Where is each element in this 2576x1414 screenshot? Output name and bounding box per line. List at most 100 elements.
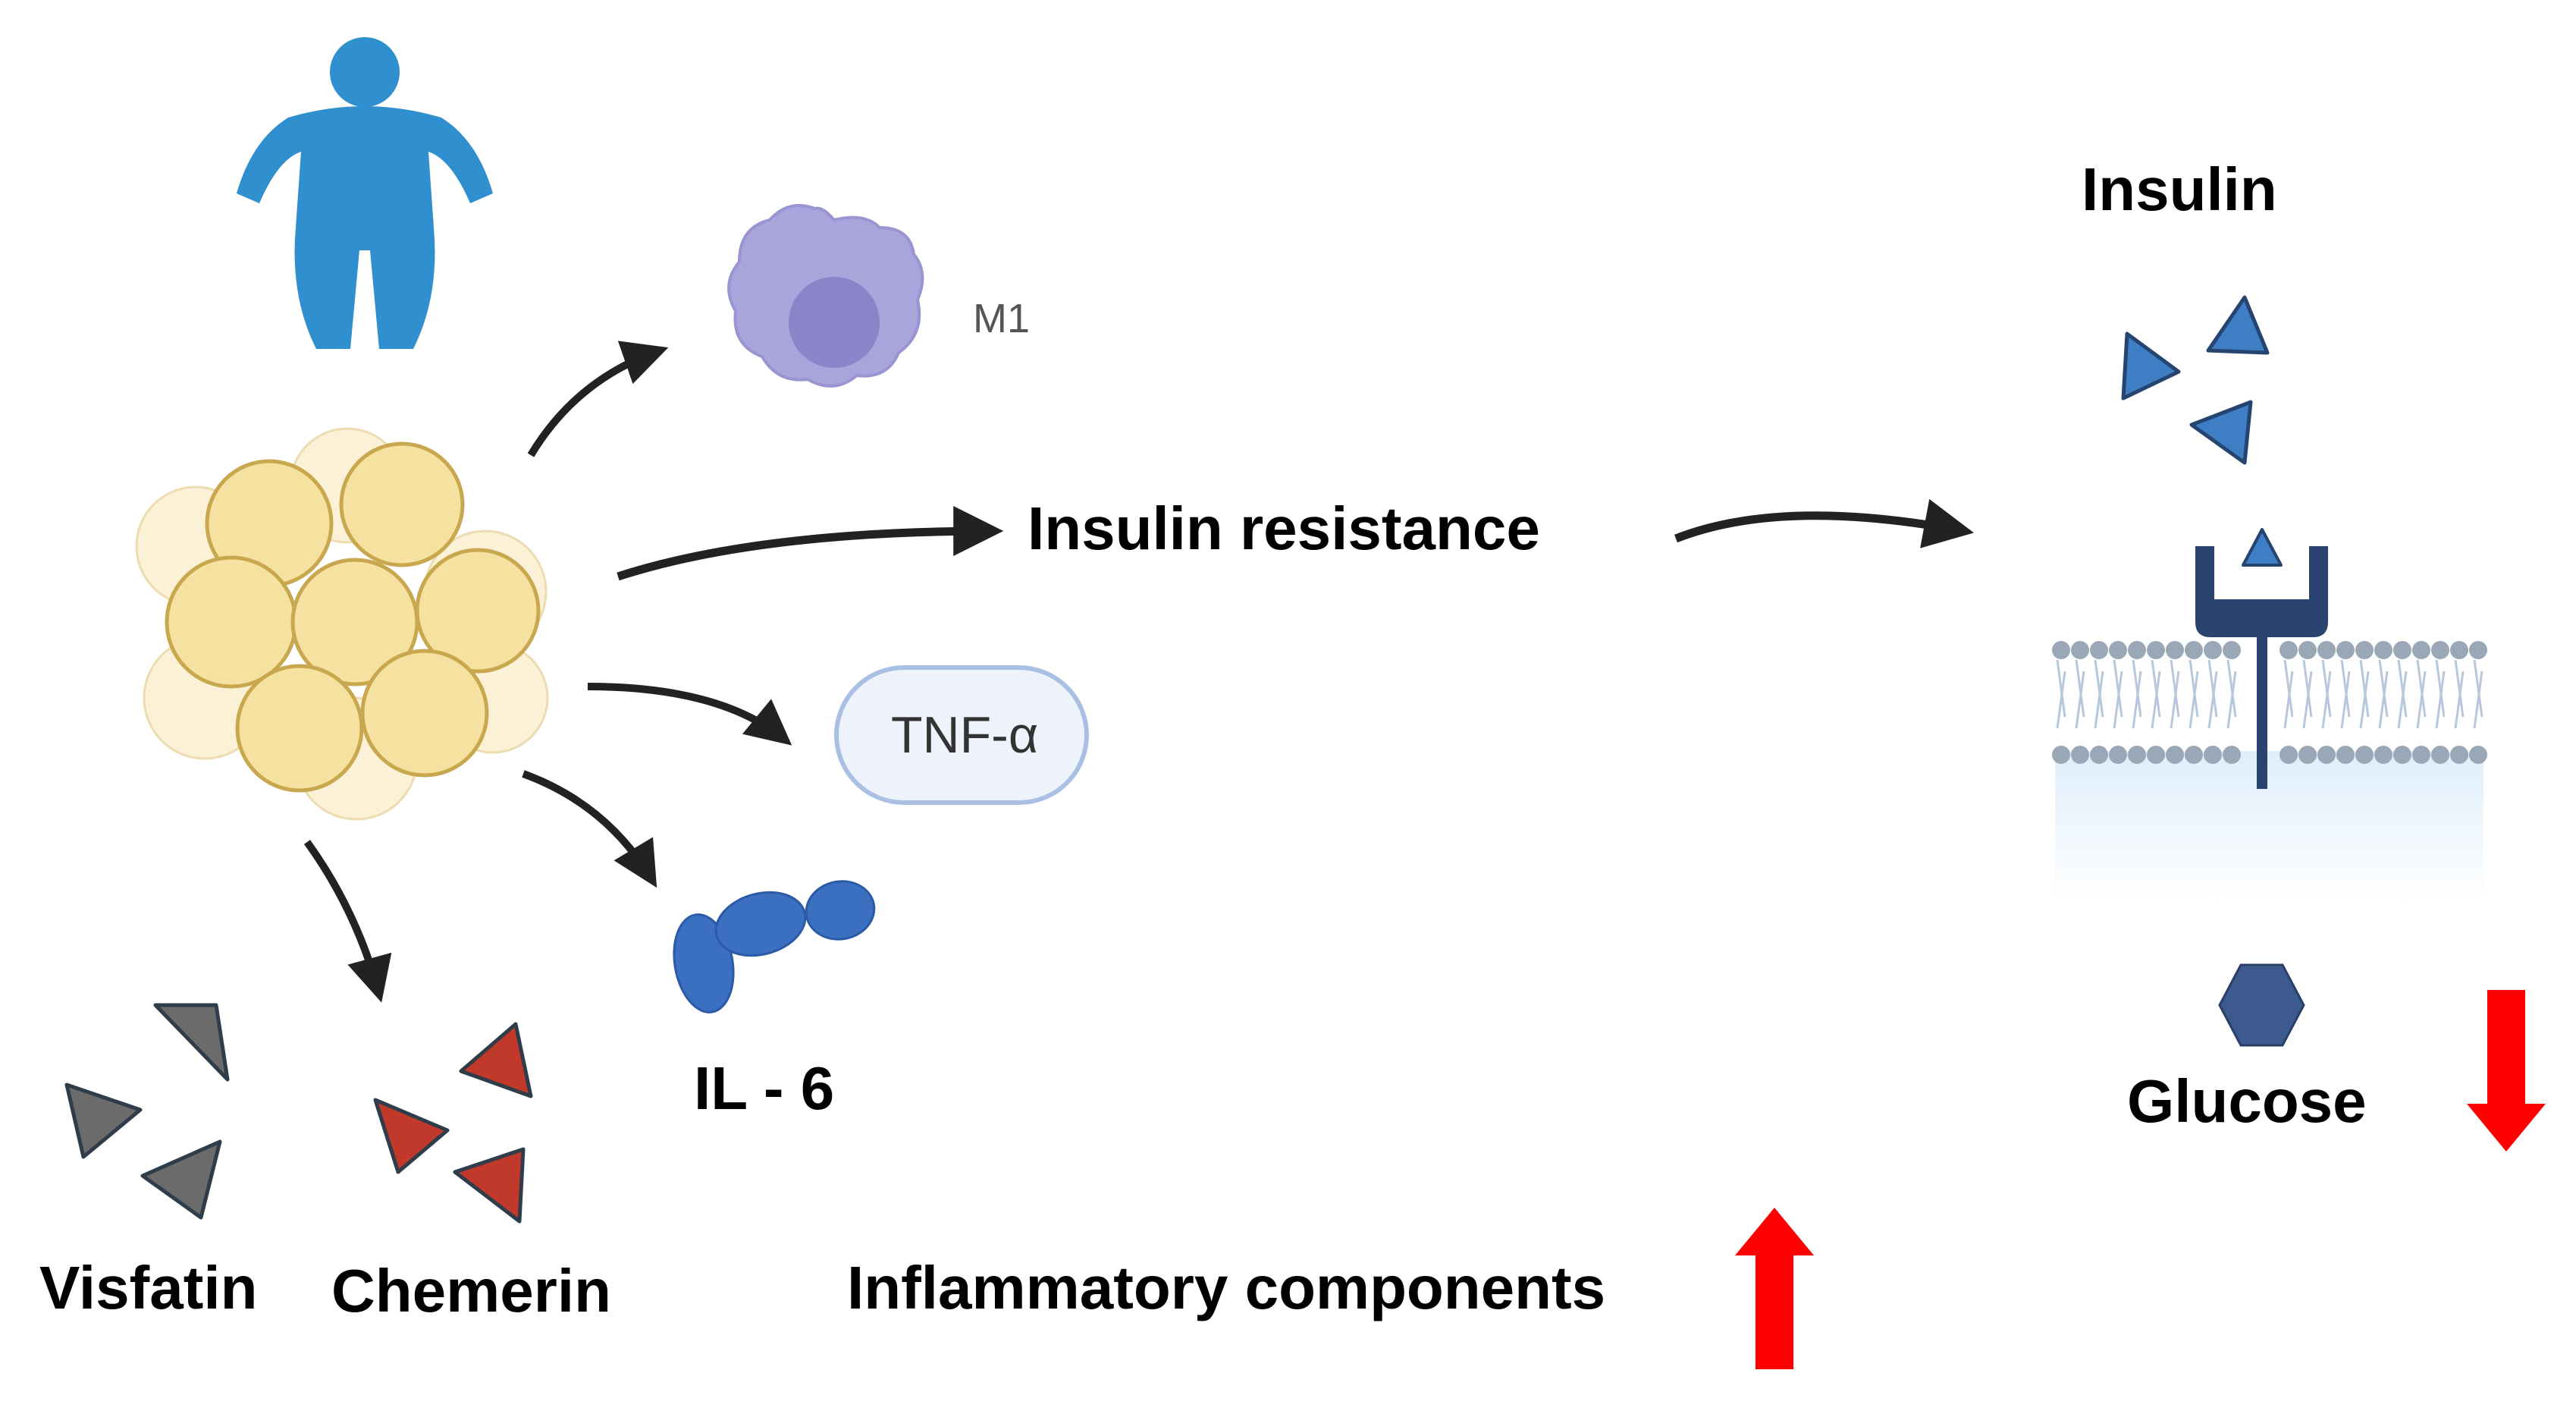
adipocyte-cluster-icon: [135, 427, 549, 821]
lipid-head: [2393, 641, 2411, 659]
glucose-hexagon-icon: [2218, 963, 2305, 1047]
chemerin-label: Chemerin: [331, 1257, 611, 1324]
visfatin-triangles: [64, 1003, 230, 1220]
lipid-head: [2431, 746, 2449, 764]
glucose-label: Glucose: [2127, 1067, 2367, 1135]
lipid-tail: [2397, 659, 2408, 718]
inflammatory-components-label: Inflammatory components: [847, 1254, 1606, 1321]
lipid-tail: [2416, 671, 2427, 729]
lipid-head: [2223, 641, 2241, 659]
lipid-head: [2128, 641, 2146, 659]
lipid-head: [2109, 746, 2127, 764]
lipid-head: [2298, 641, 2317, 659]
lipid-tail: [2359, 671, 2370, 729]
lipid-tail: [2283, 659, 2294, 718]
lipid-head: [2185, 641, 2203, 659]
lipid-head: [2279, 641, 2298, 659]
bound-insulin-triangle: [2242, 528, 2283, 567]
arrow-to-insulin-receptor: [1674, 498, 1974, 548]
visfatin-triangle-3: [140, 1139, 222, 1220]
lipid-tail: [2113, 671, 2123, 729]
lipid-head: [2166, 746, 2184, 764]
lipid-tail: [2056, 671, 2066, 729]
lipid-tail: [2075, 659, 2085, 718]
lipid-tails: [2056, 659, 2483, 729]
m1-label: M1: [973, 296, 1031, 341]
lipid-head: [2147, 641, 2165, 659]
lipid-tail: [2454, 659, 2465, 718]
lipid-head: [2317, 746, 2336, 764]
lipid-tail: [2189, 671, 2199, 729]
glucose-decrease-arrow: [2467, 990, 2546, 1152]
lipid-tail: [2473, 671, 2483, 729]
lipid-tail: [2151, 659, 2161, 718]
cell-membrane-icon: [2052, 641, 2487, 903]
lipid-head: [2412, 641, 2430, 659]
insulin-label: Insulin: [2082, 156, 2277, 223]
lipid-tail: [2378, 671, 2389, 729]
lipid-head: [2412, 746, 2430, 764]
lipid-head: [2223, 746, 2241, 764]
lipid-tail: [2226, 659, 2237, 718]
arrow-to-tnf: [587, 683, 792, 746]
il6-label: IL - 6: [694, 1054, 835, 1122]
il6-protein-icon: [673, 880, 876, 1013]
insulin-triangle-1: [2206, 295, 2270, 355]
lipid-tail: [2207, 671, 2218, 729]
lipid-tail: [2113, 659, 2123, 718]
lipid-heads-bottom: [2052, 746, 2487, 764]
chemerin-triangle-3: [453, 1147, 526, 1224]
obese-person-icon: [237, 37, 493, 349]
arrow-to-m1: [527, 341, 669, 457]
lipid-tail: [2302, 659, 2313, 718]
lipid-head: [2204, 641, 2222, 659]
lipid-head: [2071, 641, 2089, 659]
insulin-resistance-label: Insulin resistance: [1028, 495, 1540, 562]
lipid-tail: [2397, 671, 2408, 729]
lipid-tail: [2473, 659, 2483, 718]
lipid-head: [2469, 641, 2487, 659]
lipid-head: [2355, 641, 2374, 659]
chemerin-triangles: [373, 1022, 533, 1224]
lipid-head: [2336, 746, 2355, 764]
visfatin-triangle-1: [153, 1003, 230, 1082]
lipid-head: [2450, 641, 2468, 659]
lipid-tail: [2283, 671, 2294, 729]
lipid-tail: [2094, 671, 2104, 729]
visfatin-triangle-2: [64, 1082, 143, 1159]
lipid-head: [2090, 746, 2108, 764]
lipid-tail: [2321, 659, 2332, 718]
cytoplasm-area: [2055, 751, 2483, 903]
arrow-to-adipokines: [303, 840, 392, 1003]
lipid-head: [2336, 641, 2355, 659]
inflammation-increase-arrow: [1735, 1208, 1814, 1369]
lipid-head: [2374, 746, 2392, 764]
lipid-head: [2052, 641, 2070, 659]
lipid-tail: [2378, 659, 2389, 718]
lipid-head: [2317, 641, 2336, 659]
lipid-head: [2071, 746, 2089, 764]
lipid-tail: [2170, 671, 2180, 729]
lipid-head: [2450, 746, 2468, 764]
lipid-head: [2431, 641, 2449, 659]
lipid-tail: [2435, 659, 2446, 718]
insulin-triangle-3: [2189, 400, 2253, 465]
lipid-tail: [2170, 659, 2180, 718]
insulin-receptor-icon: [2195, 528, 2328, 789]
insulin-triangle-2: [2121, 332, 2181, 401]
lipid-head: [2279, 746, 2298, 764]
lipid-head: [2204, 746, 2222, 764]
lipid-head: [2298, 746, 2317, 764]
macrophage-icon: [727, 203, 924, 388]
tnf-alpha-label: TNF-α: [891, 706, 1039, 764]
lipid-tail: [2189, 659, 2199, 718]
lipid-tail: [2321, 671, 2332, 729]
lipid-head: [2147, 746, 2165, 764]
lipid-tail: [2340, 659, 2351, 718]
lipid-tail: [2359, 659, 2370, 718]
lipid-tail: [2075, 671, 2085, 729]
lipid-tail: [2435, 671, 2446, 729]
lipid-head: [2090, 641, 2108, 659]
lipid-tail: [2056, 659, 2066, 718]
